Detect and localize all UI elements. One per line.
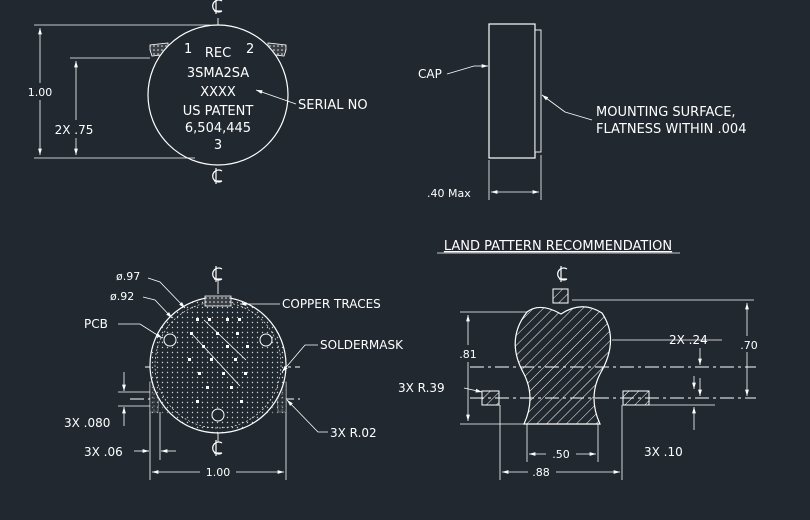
- pin-1-label: 1: [184, 42, 192, 57]
- mounting-hole: [259, 333, 273, 347]
- marking-line-3: XXXX: [200, 85, 236, 100]
- copper-label: COPPER TRACES: [282, 297, 381, 311]
- dim-thickness-label: .40 Max: [427, 187, 471, 200]
- land-pattern-view: LAND PATTERN RECOMMENDATION .81 3X R.39 …: [398, 239, 758, 480]
- marking-line-4: US PATENT: [183, 104, 254, 119]
- top-view: 1 2 REC 3SMA2SA XXXX US PATENT 6,504,445…: [28, 0, 368, 185]
- serial-label: SERIAL NO: [298, 98, 368, 113]
- dia-inner-label: ø.92: [110, 290, 134, 303]
- land-pad-top: [552, 288, 569, 304]
- centerline-icon: [212, 439, 223, 457]
- radius-leader: [463, 387, 483, 393]
- land-pattern-title: LAND PATTERN RECOMMENDATION: [444, 239, 672, 254]
- centerline-icon: [212, 265, 223, 283]
- dia-outer-label: ø.97: [116, 270, 140, 283]
- marking-line-5: 6,504,445: [185, 121, 251, 136]
- dim-pad-height-label: 3X .080: [64, 416, 110, 430]
- dim-total-label: .70: [740, 339, 758, 352]
- pcb-leader: [118, 323, 163, 339]
- mounting-leader: [541, 94, 566, 113]
- dim-pad-width-label: 3X .06: [84, 445, 123, 459]
- mounting-face: [534, 29, 542, 153]
- pcb-label: PCB: [84, 317, 108, 331]
- marking-line-2: 3SMA2SA: [187, 66, 249, 81]
- cap-label: CAP: [418, 67, 442, 81]
- dim-height-label: 1.00: [28, 86, 53, 99]
- mounting-leader: [564, 111, 593, 121]
- soldermask-leader: [281, 344, 318, 373]
- dim-pin-spacing-label: 2X .75: [55, 123, 94, 137]
- dim-height-label: .81: [459, 348, 477, 361]
- side-view: CAP MOUNTING SURFACE, FLATNESS WITHIN .0…: [418, 23, 746, 200]
- pin-2-label: 2: [246, 42, 254, 57]
- dim-overall-label: .88: [532, 466, 550, 479]
- cap-leader: [446, 65, 475, 75]
- land-pattern-main: [514, 306, 612, 425]
- dim-offset-label: 2X .24: [669, 333, 708, 347]
- mounting-hole: [163, 333, 177, 347]
- dim-width-label: 1.00: [206, 466, 231, 479]
- dia-outer-leader: [147, 277, 186, 309]
- top-pad: [204, 295, 232, 307]
- mounting-hole: [211, 408, 225, 422]
- dim-radius-label: 3X R.02: [330, 426, 377, 440]
- marking-line-1: REC: [205, 46, 231, 61]
- radius-leader: [286, 399, 328, 433]
- serial-leader: [255, 89, 297, 105]
- device-body: [147, 24, 289, 166]
- centerline-icon: [212, 0, 223, 15]
- pin-3-label: 3: [214, 138, 222, 153]
- soldermask-label: SOLDERMASK: [320, 338, 404, 352]
- copper-trace-lines: [191, 319, 247, 387]
- mounting-label-2: FLATNESS WITHIN .004: [596, 122, 746, 137]
- dim-pad-label: 3X .10: [644, 445, 683, 459]
- dim-radius-label: 3X R.39: [398, 381, 445, 395]
- mounting-label-1: MOUNTING SURFACE,: [596, 105, 736, 120]
- centerline-icon: [212, 167, 223, 185]
- pcb-view: ø.97 ø.92 PCB COPPER TRACES SOLDERMASK 3…: [64, 265, 404, 480]
- centerline-icon: [557, 265, 568, 283]
- device-side-body: [488, 23, 536, 159]
- dia-inner-leader: [142, 296, 173, 319]
- dim-pad-spacing-label: .50: [552, 448, 570, 461]
